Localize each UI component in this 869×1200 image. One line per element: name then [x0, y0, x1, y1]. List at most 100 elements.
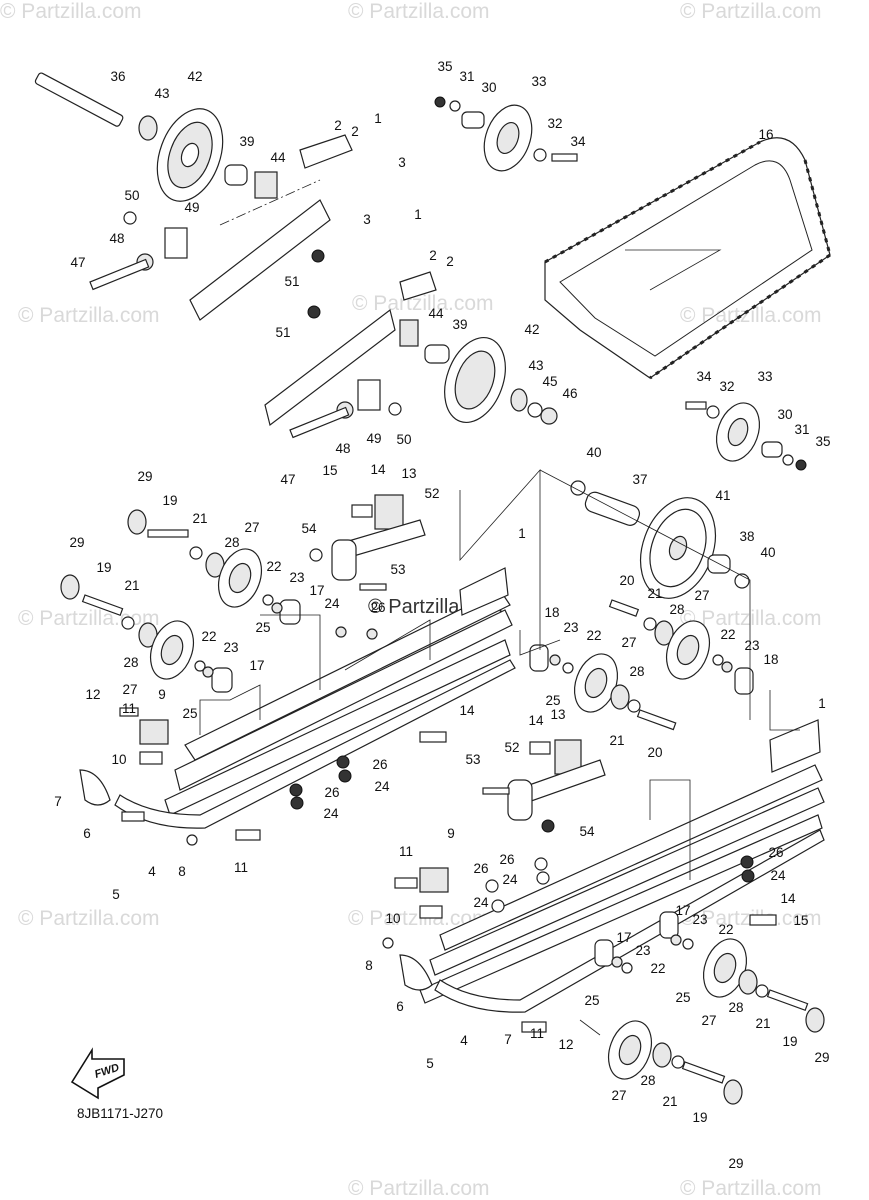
nut-54 [309, 548, 323, 562]
nut-24b [338, 769, 352, 783]
nut-46 [540, 407, 558, 425]
callout-label: 42 [524, 322, 539, 337]
block-10b [419, 905, 443, 919]
watermark: © Partzilla.com [680, 1177, 822, 1200]
callout-label: 22 [266, 559, 281, 574]
link-body-52 [331, 539, 357, 581]
washer-23b [202, 666, 214, 678]
clip-14c [529, 741, 551, 755]
lower-slide-rail [382, 719, 825, 1033]
washer-8b [382, 937, 394, 949]
washer-21d [627, 699, 641, 713]
callout-label: 39 [452, 317, 467, 332]
washer-22 [262, 594, 274, 606]
cap-29 [127, 509, 147, 535]
clip-11b [235, 829, 261, 841]
callout-label: 32 [547, 116, 562, 131]
callout-label: 23 [289, 570, 304, 585]
lower-link-assembly [482, 739, 606, 833]
nut-35b [795, 459, 807, 471]
bolt-19 [147, 529, 189, 538]
bearing-43b [510, 388, 528, 412]
diagram-code: 8JB1171-J270 [77, 1106, 163, 1121]
bumper-6b [399, 954, 433, 991]
callout-label: 25 [182, 706, 197, 721]
callout-label: 40 [760, 545, 775, 560]
washer-21b [121, 616, 135, 630]
callout-label: 35 [437, 59, 452, 74]
callout-label: 6 [83, 826, 91, 841]
bolt-47b [289, 406, 350, 439]
watermark: © Partzilla.com [680, 304, 822, 327]
callout-label: 22 [718, 922, 733, 937]
callout-label: 2 [446, 254, 454, 269]
callout-label: 49 [366, 431, 381, 446]
callout-label: 47 [70, 255, 85, 270]
callout-label: 25 [584, 993, 599, 1008]
callout-label: 8 [178, 864, 186, 879]
watermark: © Partzilla.com [18, 907, 160, 930]
callout-label: 51 [275, 325, 290, 340]
callout-label: 14 [370, 462, 386, 477]
callout-label: 43 [528, 358, 543, 373]
callout-label: 27 [621, 635, 636, 650]
upper-slide-rail [79, 567, 516, 846]
nut-24f [741, 869, 755, 883]
bearing-28e [738, 969, 758, 995]
washer-22c [712, 654, 724, 666]
callout-label: 34 [696, 369, 712, 384]
bearing-28c [654, 620, 674, 646]
watermark: © Partzilla.com [348, 0, 490, 23]
rail-plate-1 [459, 567, 509, 616]
callout-label: 28 [669, 602, 684, 617]
rail-arm-upper [189, 199, 331, 321]
callout-label: 24 [323, 806, 339, 821]
watermark: © Partzilla.com [352, 292, 494, 315]
callout-label: 33 [531, 74, 546, 89]
washer-21e [755, 984, 769, 998]
upper-left-assembly [34, 72, 353, 321]
bolt-53b [482, 787, 510, 795]
callout-label: 13 [401, 466, 416, 481]
callout-label: 50 [124, 188, 139, 203]
bolt-53 [359, 583, 387, 591]
callout-label: 40 [586, 445, 601, 460]
callout-label: 21 [124, 578, 139, 593]
callout-label: 18 [544, 605, 559, 620]
callout-label: 27 [694, 588, 709, 603]
washer-31b [782, 454, 794, 466]
watermark: © Partzilla.com [0, 0, 142, 23]
plate-2 [299, 134, 353, 169]
callout-label: 49 [184, 200, 199, 215]
washer-23 [271, 602, 283, 614]
callout-label: 29 [137, 469, 152, 484]
callout-label: 6 [396, 999, 404, 1014]
callout-label: 26 [370, 600, 385, 615]
link-body-52b [507, 779, 533, 821]
callout-label: 52 [504, 740, 519, 755]
callout-label: 1 [374, 111, 382, 126]
callout-label: 15 [322, 463, 337, 478]
callout-label: 31 [459, 69, 474, 84]
clip-11c [394, 877, 418, 889]
callout-label: 48 [335, 441, 350, 456]
callout-label: 5 [112, 887, 120, 902]
washer-21f [671, 1055, 685, 1069]
watermark-layer: © Partzilla.com © Partzilla.com © Partzi… [0, 0, 822, 1200]
track-belt [544, 137, 832, 380]
watermark: © Partzilla.com [680, 0, 822, 23]
callout-label: 17 [249, 658, 264, 673]
callout-label: 28 [629, 664, 644, 679]
callout-label: 22 [201, 629, 216, 644]
washer-22b [194, 660, 206, 672]
bolt-19b [81, 594, 124, 617]
callout-label: 12 [85, 687, 100, 702]
callout-label: 27 [122, 682, 137, 697]
nut-26c [289, 783, 303, 797]
callout-label: 5 [426, 1056, 434, 1071]
washer-32b [706, 405, 720, 419]
nut-51 [311, 249, 325, 263]
callout-label: 23 [635, 943, 650, 958]
bearing-28d [610, 684, 630, 710]
